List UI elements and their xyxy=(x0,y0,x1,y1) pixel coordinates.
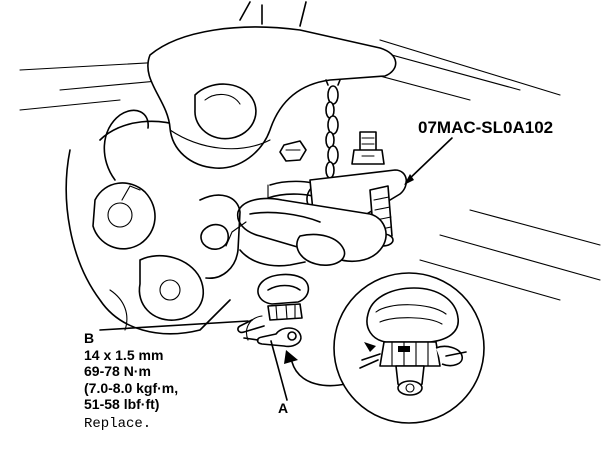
part-b-torque-lbf: 51-58 lbf·ft) xyxy=(84,396,159,412)
cotter-pin xyxy=(243,327,302,348)
knuckle-lower xyxy=(199,194,310,341)
detail-magnifier xyxy=(333,272,485,424)
part-b-torque-nm: 69-78 N·m xyxy=(84,363,151,379)
part-b-letter: B xyxy=(84,330,94,346)
upper-control-arm xyxy=(147,1,397,169)
part-b-note: Replace. xyxy=(84,416,151,432)
part-b-torque-kgf: (7.0-8.0 kgf·m, xyxy=(84,380,178,396)
part-b-callout: B 14 x 1.5 mm 69-78 N·m (7.0-8.0 kgf·m, … xyxy=(84,330,178,432)
part-a-letter: A xyxy=(278,400,288,416)
background-structure xyxy=(19,29,601,335)
part-b-size: 14 x 1.5 mm xyxy=(84,347,163,363)
upper-nut xyxy=(279,140,307,162)
tool-number-label: 07MAC-SL0A102 xyxy=(418,118,553,137)
ball-joint-remover-tool xyxy=(225,131,408,266)
